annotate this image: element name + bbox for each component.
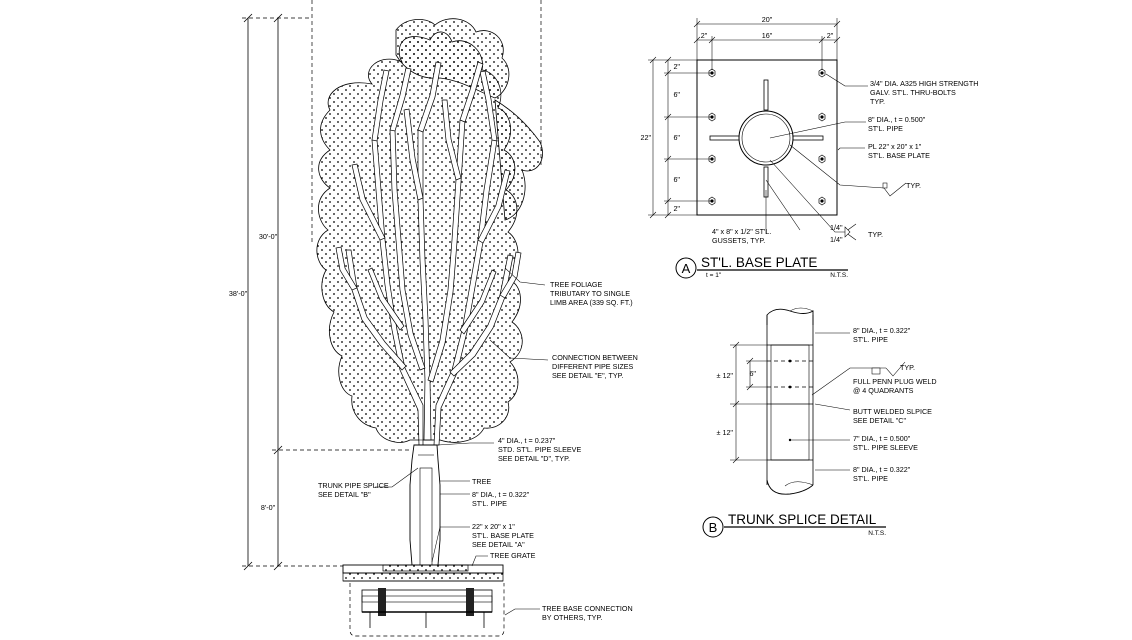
butt-weld-note: BUTT WELDED SLPICE SEE DETAIL "C"	[853, 407, 934, 425]
vertical-space-dim: 6"	[673, 175, 680, 184]
pipe-section-inner	[741, 113, 791, 163]
upper-pipe-break	[766, 308, 814, 325]
detail-a-bubble-letter: A	[682, 261, 691, 276]
tree-elevation: 38'-0" 30'-0" 8'-0" TREE FOLIAGE TRIBUTA…	[229, 0, 640, 637]
tree-foliage-side	[494, 99, 543, 221]
elevation-notes: TREE FOLIAGE TRIBUTARY TO SINGLE LIMB AR…	[318, 280, 640, 622]
vertical-space-dim: 6"	[673, 133, 680, 142]
plate-height-dim: 22"	[640, 133, 651, 142]
plate-note: PL 22" x 20" x 1" ST'L. BASE PLATE	[868, 142, 930, 160]
right-edge-dim: 2"	[827, 31, 834, 40]
detail-a-title: ST'L. BASE PLATE	[701, 255, 817, 270]
lower-pipe-break	[766, 479, 814, 495]
grade-slab	[342, 572, 504, 582]
sleeve-note-b: 7" DIA., t = 0.500" ST'L. PIPE SLEEVE	[853, 434, 918, 452]
detail-b-bubble-letter: B	[709, 520, 718, 535]
plug-weld	[788, 385, 792, 389]
canopy-height-label: 30'-0"	[259, 232, 278, 241]
bolt	[818, 196, 826, 206]
detail-b-title: TRUNK SPLICE DETAIL	[728, 512, 877, 527]
plug-weld-note: FULL PENN PLUG WELD @ 4 QUADRANTS	[853, 377, 939, 395]
base-bolt	[466, 588, 474, 616]
detail-b-trunk-splice: ± 12" 6" ± 12" 8" DIA., t = 0.322" ST'L.…	[702, 307, 939, 538]
trunk-splice-note: TRUNK PIPE SPLICE SEE DETAIL "B"	[318, 481, 391, 499]
detail-b-scale: N.T.S.	[868, 530, 886, 537]
tree-branches	[335, 61, 522, 446]
base-plate-footing	[382, 564, 469, 572]
plug-weld	[788, 359, 792, 363]
detail-b-leaders	[790, 332, 906, 471]
weld-typ-note: TYP.	[906, 181, 921, 190]
detail-a-scale: N.T.S.	[830, 272, 848, 279]
base-connection-enclosure	[349, 583, 505, 637]
thru-bolts-note: 3/4" DIA. A325 HIGH STRENGTH GALV. ST'L.…	[870, 79, 980, 106]
base-connection-note: TREE BASE CONNECTION BY OTHERS, TYP.	[542, 604, 635, 622]
tree-base	[342, 564, 505, 637]
pipe-section	[738, 110, 794, 166]
pipe-note-a: 8" DIA., t = 0.500" ST'L. PIPE	[868, 115, 927, 133]
lower-length-dim: ± 12"	[717, 428, 734, 437]
bolt	[818, 154, 826, 164]
tree-note: TREE	[472, 477, 491, 486]
canopy-envelope-lines	[311, 0, 542, 245]
trunk-pipe-note: 8" DIA., t = 0.322" ST'L. PIPE	[472, 490, 531, 508]
plate-width-dim: 20"	[762, 15, 773, 24]
weld-size-bottom: 1/4"	[830, 235, 843, 244]
weld-typ-note-2: TYP.	[868, 230, 883, 239]
bolt	[818, 112, 826, 122]
foliage-note: TREE FOLIAGE TRIBUTARY TO SINGLE LIMB AR…	[550, 280, 633, 307]
top-edge-dim: 2"	[673, 62, 680, 71]
bolt-spacing-dim: 16"	[762, 31, 773, 40]
base-connection-beam	[361, 595, 493, 603]
lower-pipe-note: 8" DIA., t = 0.322" ST'L. PIPE	[853, 465, 912, 483]
connection-note: CONNECTION BETWEEN DIFFERENT PIPE SIZES …	[552, 353, 640, 380]
plug-spacing-dim: 6"	[749, 369, 756, 378]
tree-foliage-top	[395, 18, 510, 99]
detail-a-thickness: t = 1"	[706, 272, 722, 279]
tree-trunk	[409, 439, 441, 573]
overall-height-label: 38'-0"	[229, 289, 248, 298]
bolt-pattern	[708, 68, 826, 206]
gussets-note: 4" x 8" x 1/2" ST'L. GUSSETS, TYP.	[712, 227, 773, 245]
bolt	[818, 68, 826, 78]
detail-a-bubble	[675, 257, 697, 279]
detail-a-dimensions	[648, 18, 841, 219]
pipe-sleeve-note: 4" DIA., t = 0.237" STD. ST'L. PIPE SLEE…	[498, 436, 583, 463]
detail-b-bubble	[702, 516, 724, 538]
weld-typ-note-b: TYP.	[900, 363, 915, 372]
base-bolt	[378, 588, 386, 616]
elevation-leaders	[375, 267, 549, 616]
base-plate-note: 22" x 20" x 1" ST'L. BASE PLATE SEE DETA…	[472, 522, 536, 549]
bottom-edge-dim: 2"	[673, 204, 680, 213]
detail-b-dimensions	[730, 341, 767, 464]
trunk-height-label: 8'-0"	[261, 503, 276, 512]
left-edge-dim: 2"	[701, 31, 708, 40]
upper-pipe-note: 8" DIA., t = 0.322" ST'L. PIPE	[853, 326, 912, 344]
detail-a-leaders	[765, 73, 907, 241]
vertical-space-dim: 6"	[673, 90, 680, 99]
weld-size-top: 1/4"	[830, 223, 843, 232]
upper-length-dim: ± 12"	[717, 371, 734, 380]
tree-grate-note: TREE GRATE	[490, 551, 536, 560]
elevation-dimensions: 38'-0" 30'-0" 8'-0"	[229, 13, 410, 571]
detail-a-base-plate: 20" 2" 16" 2" 22" 2" 6" 6" 6" 2" 3/4" DI…	[640, 15, 980, 279]
